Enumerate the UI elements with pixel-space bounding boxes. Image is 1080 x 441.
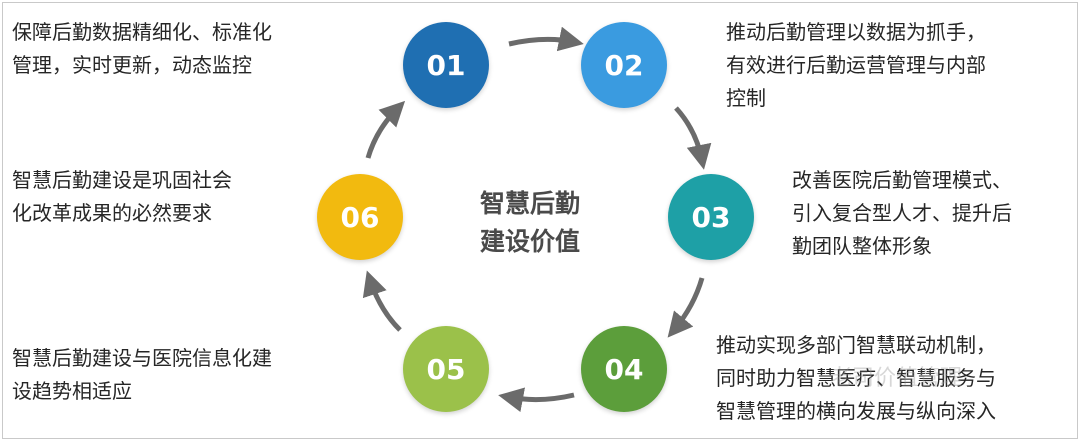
arrow-03-04 [667,277,705,338]
node-03: 03 [668,174,754,260]
node-06-text: 智慧后勤建设是巩固社会 化改革成果的必然要求 [12,168,232,225]
node-05: 05 [403,326,489,412]
node-04-text: 推动实现多部门智慧联动机制， 同时助力智慧医疗、智慧服务与 智慧管理的横向发展与… [716,333,996,423]
arrow-06-01 [365,100,406,159]
node-01: 01 [403,22,489,108]
node-06: 06 [317,174,403,260]
arrow-02-03 [674,106,712,170]
watermark-text: 老司价值管理 [830,366,963,391]
node-04: 04 [581,326,667,412]
node-05-text: 智慧后勤建设与医院信息化建 设趋势相适应 [12,346,272,403]
arrow-04-05 [498,387,575,413]
node-02-text: 推动后勤管理以数据为抓手， 有效进行后勤运营管理与内部 控制 [726,20,986,110]
arrow-01-02 [508,26,584,52]
node-01-text: 保障后勤数据精细化、标准化 管理，实时更新，动态监控 [12,20,272,77]
arrow-05-06 [362,270,402,332]
center-title: 智慧后勤 建设价值 [479,189,580,256]
node-03-text: 改善医院后勤管理模式、 引入复合型人才、提升后 勤团队整体形象 [792,168,1012,258]
node-02: 02 [581,22,667,108]
